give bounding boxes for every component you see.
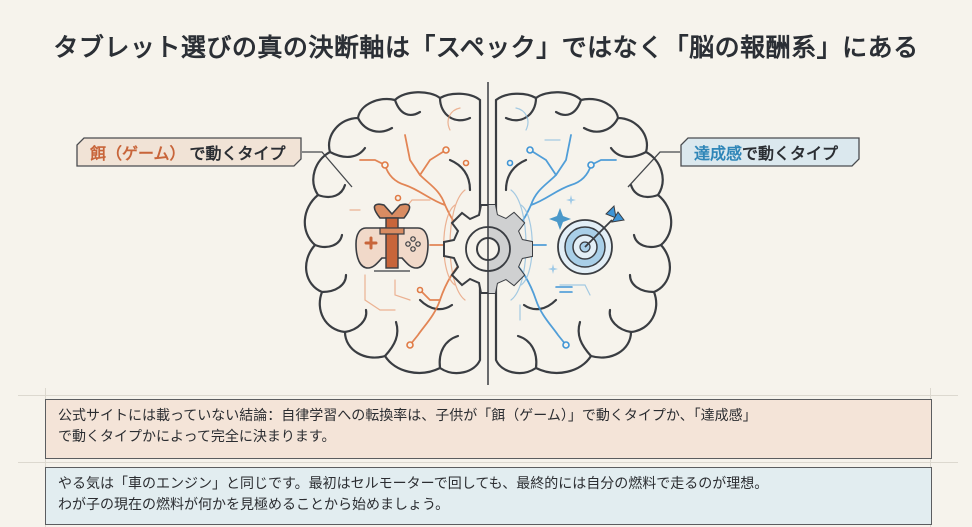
guide-line (18, 395, 958, 396)
sparkle-icon (548, 195, 576, 274)
gift-gamepad-icon (355, 203, 429, 272)
left-circuit-nodes (381, 146, 470, 349)
page-title: タブレット選びの真の決断軸は「スペック」ではなく「脳の報酬系」にある (53, 33, 919, 62)
target-arrow-icon (557, 204, 625, 275)
right-circuit-faint (510, 107, 591, 321)
lines-icon (555, 286, 573, 293)
note-line: わが子の現在の燃料が何かを見極めることから始めましょう。 (58, 497, 450, 513)
note-line: で動くタイプかによって完全に決まります。 (58, 429, 336, 445)
label-rest-text: で動くタイプ (189, 144, 286, 163)
guide-line (18, 462, 958, 463)
label-bait-type: 餌（ゲーム） で動くタイプ (76, 137, 302, 167)
label-rest-text: で動くタイプ (742, 144, 839, 163)
engine-analogy-note: やる気は「車のエンジン」と同じです。最初はセルモーターで回しても、最終的には自分… (45, 467, 932, 525)
label-frame (680, 137, 860, 167)
label-accent-text: 達成感 (694, 144, 743, 163)
gear-icon (443, 204, 533, 294)
label-accent-text: 餌（ゲーム） (90, 144, 186, 163)
conclusion-note: 公式サイトには載っていない結論：自律学習への転換率は、子供が「餌（ゲーム）」で動… (45, 399, 932, 459)
right-circuit-nodes (506, 146, 595, 349)
note-line: 公式サイトには載っていない結論：自律学習への転換率は、子供が「餌（ゲーム）」で動… (58, 408, 757, 424)
label-frame (76, 137, 302, 167)
left-hemisphere (303, 91, 482, 375)
note-line: やる気は「車のエンジン」と同じです。最初はセルモーターで回しても、最終的には自分… (58, 476, 769, 492)
connector-lines (302, 151, 680, 188)
label-achievement-type: 達成感 で動くタイプ (680, 137, 860, 167)
